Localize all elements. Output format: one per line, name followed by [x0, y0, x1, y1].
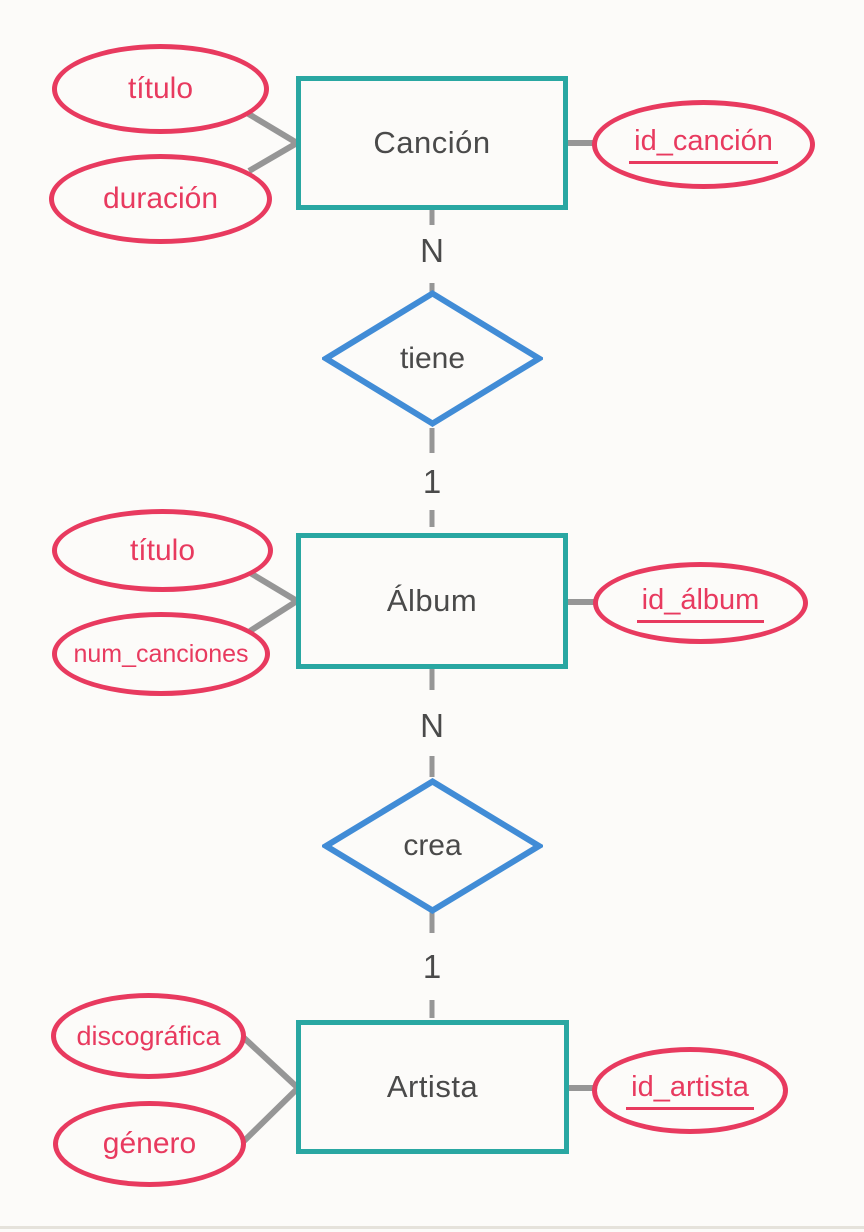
page-edge-line — [0, 1226, 864, 1229]
entity-album: Álbum — [296, 533, 568, 669]
connector-titulo-album — [245, 568, 299, 604]
attribute-id-album: id_álbum — [593, 562, 808, 644]
attribute-genero-label: género — [102, 1127, 197, 1160]
relationship-crea: crea — [322, 778, 543, 914]
connector-duracion-cancion — [247, 140, 299, 174]
entity-artista-label: Artista — [386, 1069, 479, 1104]
connector-titulo-cancion — [245, 110, 299, 146]
connector-discografica-artista — [240, 1034, 301, 1091]
attribute-titulo-cancion-label: título — [127, 72, 194, 105]
attribute-titulo-album: título — [52, 509, 273, 592]
cardinality-crea-1: 1 — [422, 948, 442, 985]
connector-genero-artista — [241, 1085, 301, 1144]
diamond-shape-crea — [322, 778, 543, 914]
attribute-discografica: discográfica — [51, 993, 246, 1079]
attribute-id-artista: id_artista — [592, 1047, 788, 1134]
entity-album-label: Álbum — [386, 583, 478, 618]
cardinality-tiene-n: N — [420, 232, 444, 269]
attribute-id-album-label: id_álbum — [636, 584, 765, 623]
diamond-shape-tiene — [322, 290, 543, 427]
attribute-id-cancion: id_canción — [592, 100, 815, 189]
attribute-id-cancion-label: id_canción — [629, 125, 778, 164]
attribute-discografica-label: discográfica — [76, 1020, 221, 1051]
attribute-duracion-label: duración — [102, 182, 219, 215]
attribute-id-artista-label: id_artista — [626, 1071, 754, 1110]
relationship-crea-label: crea — [403, 829, 462, 862]
entity-cancion-label: Canción — [373, 125, 491, 160]
entity-artista: Artista — [296, 1020, 569, 1154]
entity-cancion: Canción — [296, 76, 568, 210]
attribute-titulo-album-label: título — [129, 533, 196, 567]
attribute-titulo-cancion: título — [52, 44, 269, 134]
attribute-genero: género — [53, 1101, 246, 1187]
relationship-tiene-label: tiene — [399, 341, 466, 375]
attribute-num-canciones-label: num_canciones — [73, 639, 249, 668]
attribute-duracion: duración — [49, 154, 272, 244]
cardinality-crea-n: N — [420, 707, 444, 744]
relationship-tiene: tiene — [322, 290, 543, 427]
attribute-num-canciones: num_canciones — [52, 612, 270, 696]
connector-numcanciones-album — [248, 598, 299, 634]
cardinality-tiene-1: 1 — [422, 463, 442, 500]
